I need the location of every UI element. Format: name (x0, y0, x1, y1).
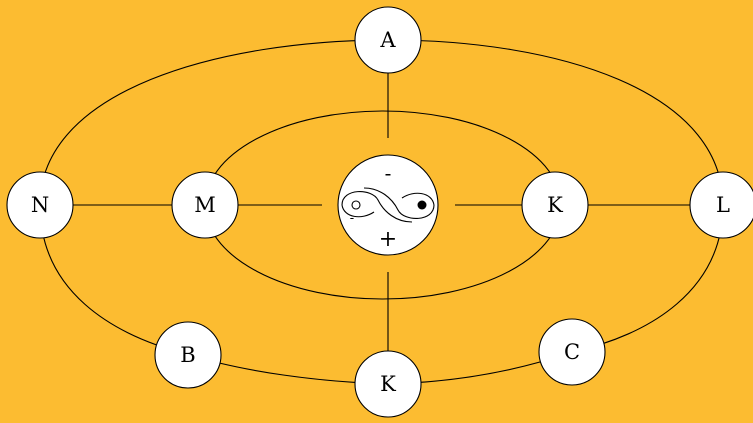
node-k-right-label: K (547, 193, 563, 217)
node-n: N (6, 171, 74, 239)
node-m: M (171, 171, 239, 239)
node-k-bottom: K (354, 350, 422, 418)
node-l-label: L (716, 193, 730, 217)
yin-yang-left-curve (341, 191, 413, 223)
node-l: L (689, 171, 753, 239)
yin-yang-left-lower-curve (341, 204, 375, 218)
node-m-label: M (194, 193, 216, 217)
node-a: A (354, 6, 422, 74)
center-circle (337, 154, 439, 256)
minus-sign-top: - (385, 161, 392, 185)
node-n-label: N (31, 193, 49, 217)
node-k-right: K (521, 171, 589, 239)
open-dot (351, 200, 361, 210)
yin-yang-icon (341, 187, 435, 223)
yin-yang-right-upper-curve (401, 192, 435, 206)
node-c: C (538, 318, 606, 386)
plus-sign-bottom: + (379, 227, 397, 252)
yin-yang-right-curve (363, 187, 435, 219)
node-k-bottom-label: K (380, 372, 396, 396)
node-b-label: B (180, 343, 195, 367)
center-symbol: - + - (337, 154, 439, 256)
minus-sign-inner: - (350, 211, 354, 226)
node-a-label: A (379, 28, 396, 52)
filled-dot (417, 200, 427, 210)
node-b: B (154, 321, 222, 389)
node-c-label: C (564, 340, 580, 364)
